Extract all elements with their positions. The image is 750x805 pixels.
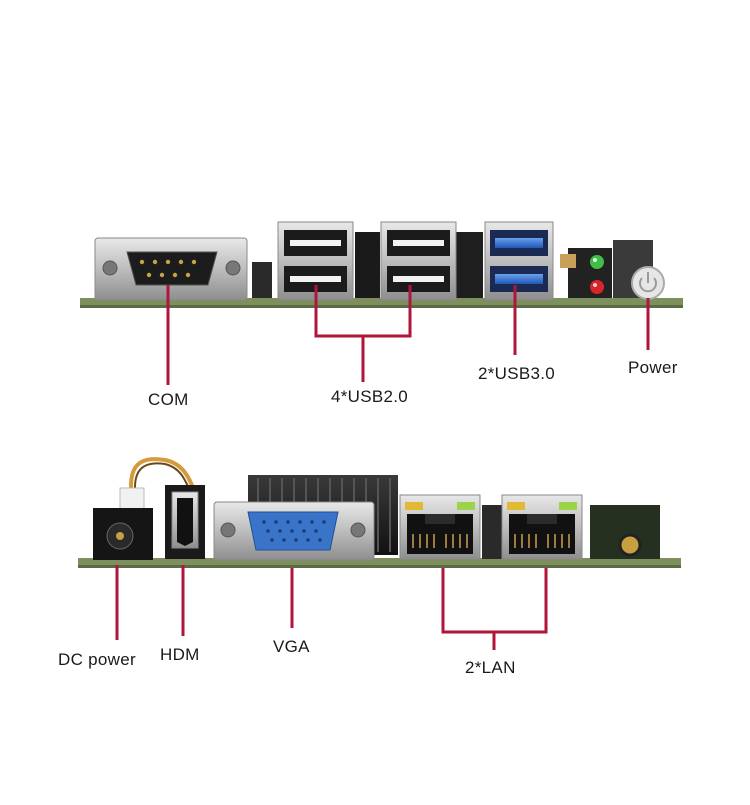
label-lan: 2*LAN bbox=[465, 658, 516, 677]
top-callouts bbox=[166, 285, 650, 385]
label-hdm: HDM bbox=[160, 645, 200, 664]
lan-port-left bbox=[399, 494, 481, 560]
bottom-io-panel bbox=[78, 457, 681, 568]
bottom-callouts bbox=[115, 565, 548, 650]
label-usb3: 2*USB3.0 bbox=[478, 364, 556, 383]
status-leds bbox=[560, 248, 612, 298]
hdmi-port bbox=[165, 485, 205, 559]
usb3-stack bbox=[484, 221, 554, 301]
label-usb2: 4*USB2.0 bbox=[331, 387, 409, 406]
power-button bbox=[613, 240, 665, 300]
com-port bbox=[94, 237, 248, 301]
label-dc-power: DC power bbox=[58, 650, 136, 669]
label-com: COM bbox=[148, 390, 189, 409]
lan-port-right bbox=[501, 494, 583, 560]
bottom-pcb bbox=[78, 558, 681, 568]
dc-power-jack bbox=[93, 487, 153, 560]
top-pcb bbox=[80, 298, 683, 308]
label-power: Power bbox=[628, 358, 678, 377]
vga-port bbox=[213, 501, 375, 561]
usb2-stack-right bbox=[380, 221, 457, 301]
top-io-panel bbox=[80, 221, 683, 308]
label-vga: VGA bbox=[273, 637, 310, 656]
